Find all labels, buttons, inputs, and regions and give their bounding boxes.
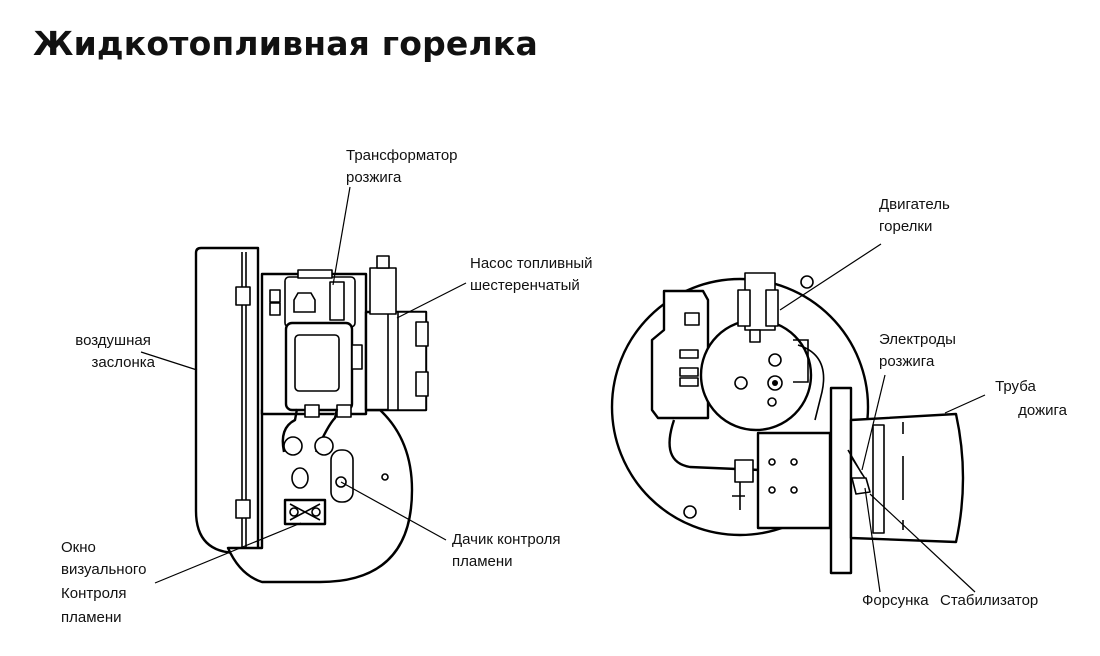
label-nozzle: Форсунка xyxy=(862,592,929,609)
left-burner-view xyxy=(194,246,429,584)
label-ignition-electrodes: Электроды розжига xyxy=(879,331,960,370)
blast-tube xyxy=(849,412,965,544)
fan-volute xyxy=(226,408,414,584)
label-air-damper: воздушная заслонка xyxy=(75,332,155,371)
nozzle-housing xyxy=(756,431,832,530)
ignition-electrodes xyxy=(847,449,867,481)
label-inspection-window: Окно визуального Контроля пламени xyxy=(61,539,151,626)
mounting-flange xyxy=(829,386,853,575)
label-blast-tube: Труба дожига xyxy=(995,378,1068,419)
flame-sensor xyxy=(330,449,354,503)
label-burner-motor: Двигатель горелки xyxy=(879,196,954,235)
callout-labels: Трансформатор розжига Насос топливный ше… xyxy=(61,147,1068,626)
label-flame-sensor: Дачик контроля пламени xyxy=(452,531,565,570)
label-stabilizer: Стабилизатор xyxy=(940,592,1038,609)
right-burner-view xyxy=(610,272,965,575)
label-ignition-transformer: Трансформатор розжига xyxy=(346,147,462,186)
leader-lines xyxy=(140,186,986,593)
label-oil-pump: Насос топливный шестеренчатый xyxy=(470,255,597,294)
page-title: Жидкотопливная горелка xyxy=(33,24,538,63)
